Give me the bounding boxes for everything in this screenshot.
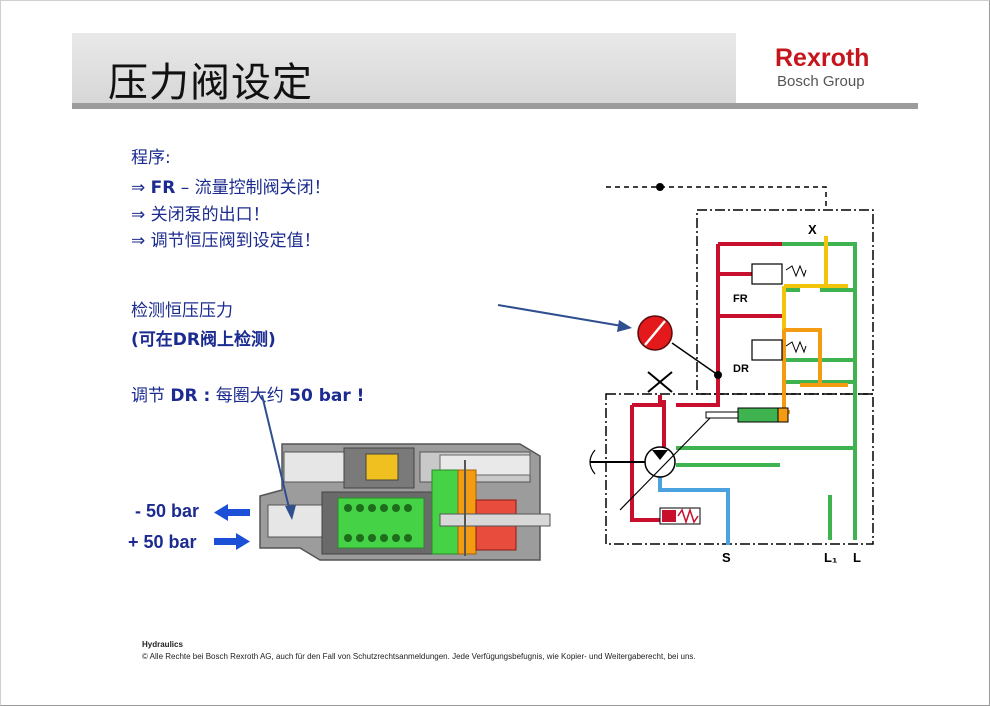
- schematic-label-s: S: [722, 550, 731, 565]
- logo-box: [737, 33, 918, 103]
- minus-50-bar-label: - 50 bar: [135, 501, 200, 521]
- schematic-label-l1: L₁: [824, 550, 837, 565]
- plus-50-bar-label: + 50 bar: [128, 532, 197, 552]
- slide-title: 压力阀设定: [108, 60, 313, 106]
- step-text: 关闭泵的出口！: [150, 205, 270, 225]
- title-bar: [72, 33, 736, 107]
- procedure-step-2: ⇒ 关闭泵的出口！: [131, 200, 270, 225]
- pointer-arrow-gauge: [497, 304, 632, 332]
- valve-cross-section: [259, 443, 551, 561]
- arrow-left-icon: [214, 504, 250, 521]
- adjust-bold: DR :: [170, 386, 211, 406]
- check-pre: (可在: [131, 330, 173, 350]
- adjust-post: 每圈大约: [210, 386, 290, 406]
- schematic-label-dr: DR: [733, 363, 749, 375]
- check-bold: DR: [172, 330, 200, 350]
- adjust-pre: 调节: [131, 386, 171, 406]
- implies-arrow: ⇒: [131, 231, 146, 251]
- schematic-label-x: X: [808, 222, 817, 237]
- step-label: FR: [150, 178, 176, 198]
- step-text: 调节恒压阀到设定值！: [150, 231, 321, 251]
- schematic-label-fr: FR: [733, 293, 748, 305]
- adjust-line: 调节 DR : 每圈大约 50 bar !: [131, 381, 364, 406]
- pointer-arrow-dr: [261, 394, 296, 520]
- procedure-step-1: ⇒ FR – 流量控制阀关闭！: [131, 173, 331, 198]
- schematic-label-l: L: [853, 550, 861, 565]
- check-post: 阀上检测): [199, 330, 276, 350]
- bosch-group-logo: Bosch Group: [777, 73, 865, 90]
- implies-arrow: ⇒: [131, 205, 146, 225]
- footer-line-1: Hydraulics: [142, 640, 183, 649]
- procedure-step-3: ⇒ 调节恒压阀到设定值！: [131, 226, 321, 251]
- hydraulic-schematic: X FR DR S L₁ L: [589, 183, 874, 565]
- rexroth-logo: Rexroth: [775, 44, 870, 72]
- title-underline: [72, 103, 918, 109]
- step-text: – 流量控制阀关闭！: [175, 178, 331, 198]
- adjust-end: !: [350, 386, 365, 406]
- footer-line-2: © Alle Rechte bei Bosch Rexroth AG, auch…: [142, 652, 696, 661]
- check-line-1: 检测恒压压力: [131, 301, 233, 321]
- arrow-right-icon: [214, 533, 250, 550]
- adjust-value: 50 bar: [289, 386, 351, 406]
- procedure-heading: 程序:: [131, 148, 171, 168]
- check-line-2: (可在DR阀上检测): [131, 325, 276, 350]
- pressure-gauge-icon: [637, 315, 722, 379]
- implies-arrow: ⇒: [131, 178, 146, 198]
